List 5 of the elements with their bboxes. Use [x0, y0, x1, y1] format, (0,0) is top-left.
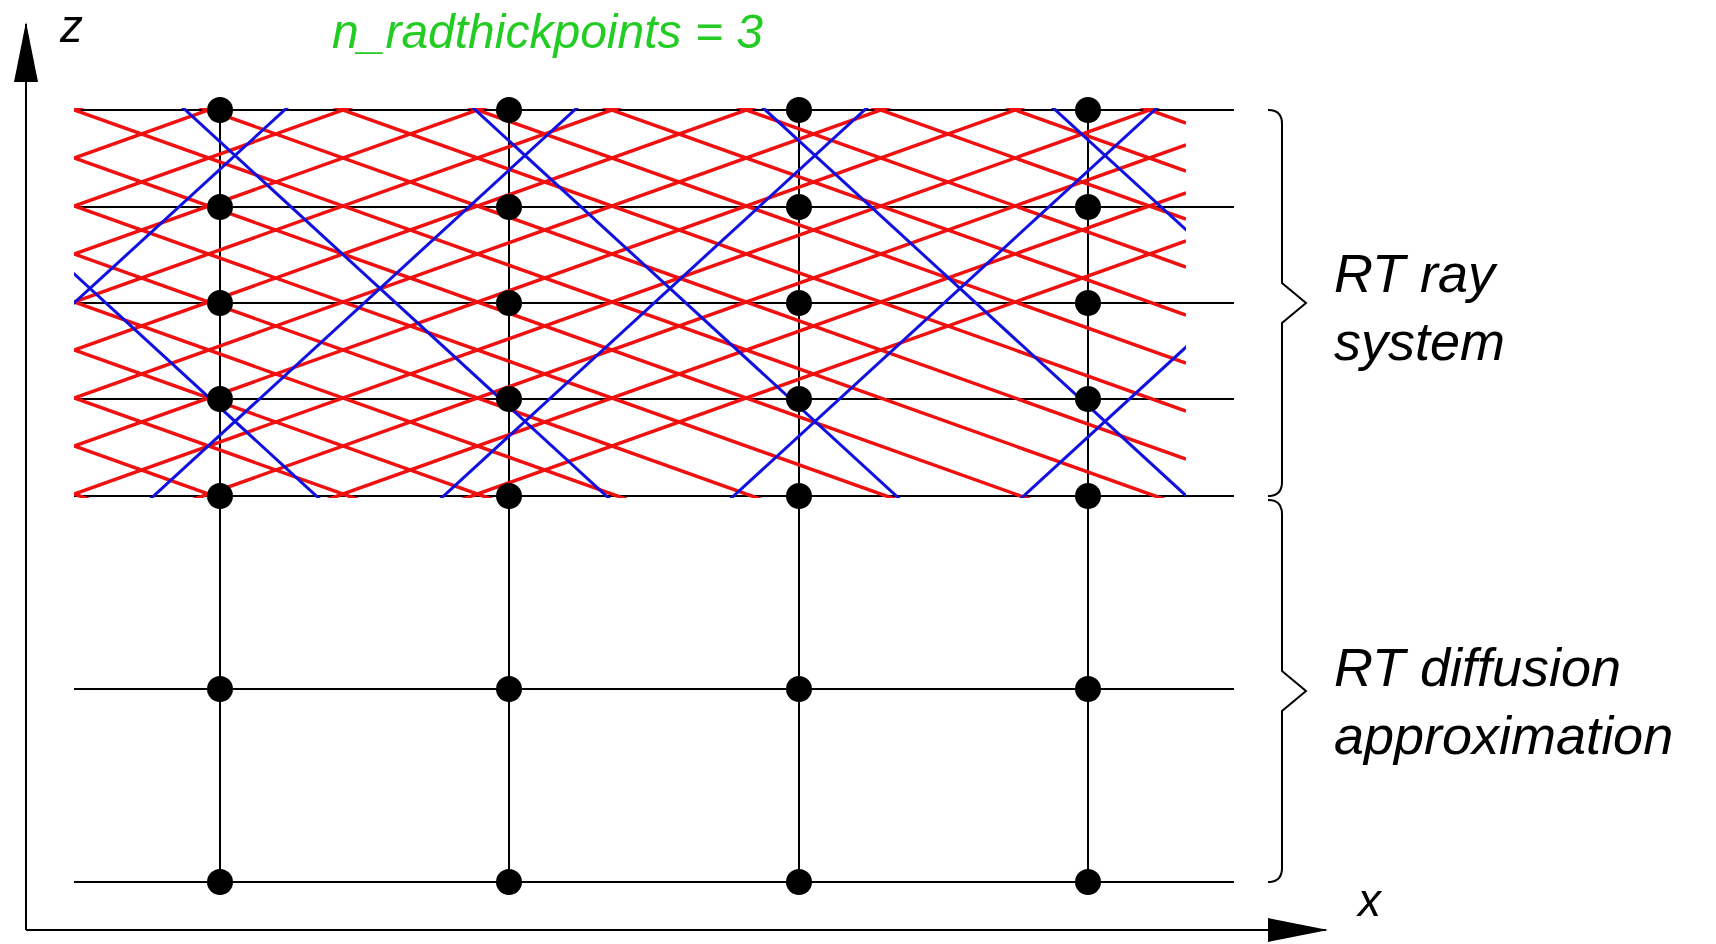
region-label: RT diffusion approximation [1334, 636, 1675, 767]
axis-label: z [60, 0, 83, 54]
region-label: RT ray system [1334, 242, 1507, 373]
parameter-label: n_radthickpoints = 3 [332, 4, 763, 60]
axis-label: x [1358, 873, 1381, 928]
